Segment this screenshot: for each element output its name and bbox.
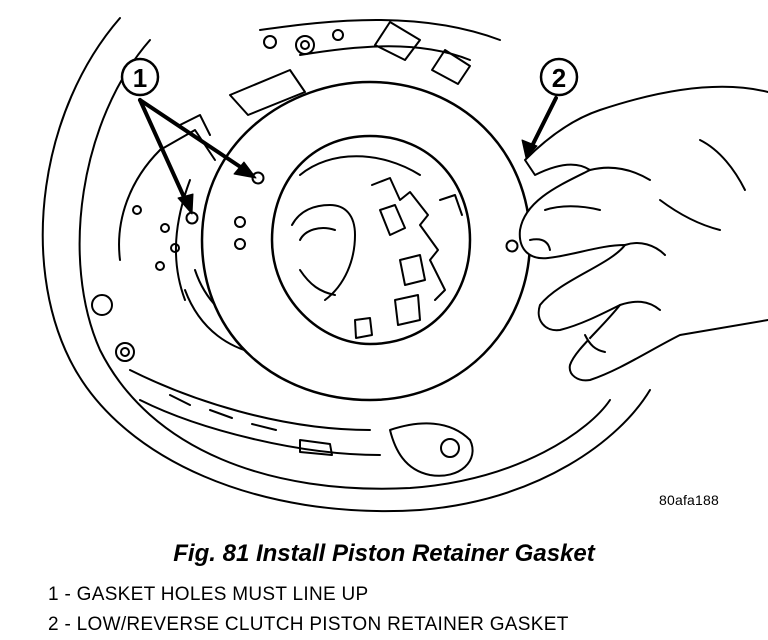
callout-1-leaders	[138, 98, 250, 208]
figure-caption: Fig. 81 Install Piston Retainer Gasket	[173, 540, 595, 567]
callout-1-arrowhead	[177, 193, 194, 215]
callout-2-number: 2	[552, 63, 566, 93]
legend-item: 2 - LOW/REVERSE CLUTCH PISTON RETAINER G…	[48, 614, 569, 635]
low-reverse-clutch-piston	[291, 155, 463, 339]
callout-2-circle	[539, 57, 579, 97]
legend-item: 1 - GASKET HOLES MUST LINE UP	[48, 584, 369, 605]
callout-1-arrowhead	[233, 161, 257, 179]
piston-retainer-gasket	[185, 80, 532, 402]
hand	[518, 85, 768, 382]
callout-2-leader	[528, 96, 558, 152]
figure-reference-code: 80afa188	[659, 492, 719, 508]
transmission-case	[41, 17, 651, 512]
callout-1-number: 1	[133, 63, 147, 93]
callout-2-arrowhead	[521, 139, 538, 159]
callout-1-circle	[120, 57, 160, 97]
line-art-illustration: 1 2	[41, 17, 768, 512]
